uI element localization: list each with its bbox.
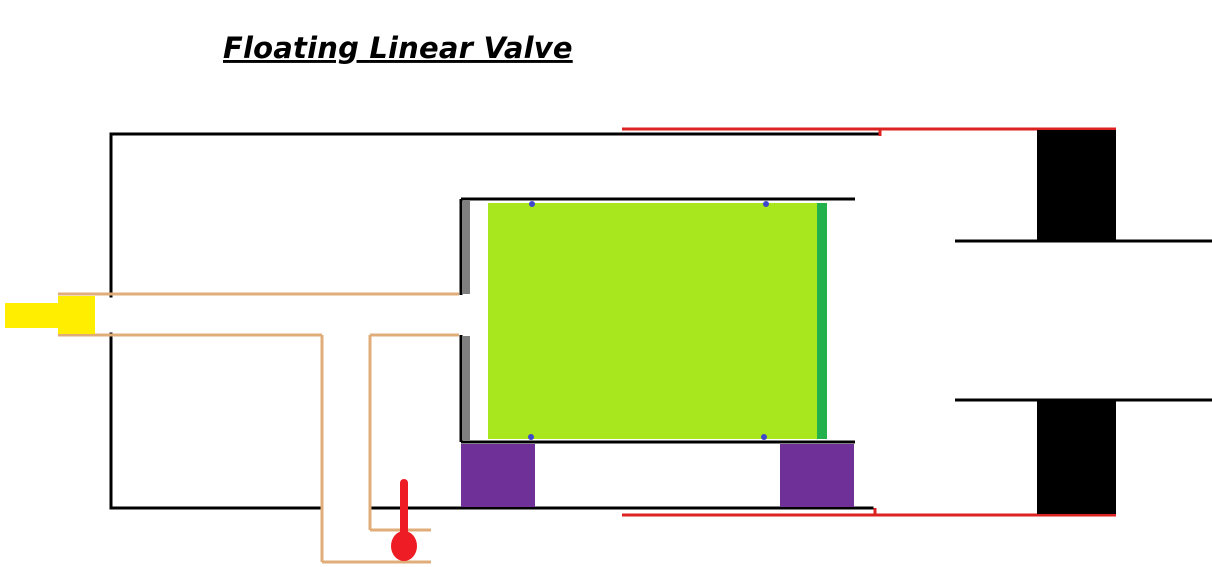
diagram-title: Floating Linear Valve (223, 31, 573, 65)
piston-bolts (528, 201, 769, 440)
outer-housing (109, 132, 880, 510)
bolt-dot (529, 201, 535, 207)
thermometer-icon (391, 479, 417, 561)
lower-seat-plate (463, 336, 470, 440)
floating-piston (488, 203, 819, 439)
upper-seat-plate (463, 201, 470, 294)
inner-cylinder (459, 197, 855, 444)
left-support-block (461, 444, 535, 507)
yellow-inlet-fitting-icon (5, 296, 95, 334)
sensor-tubing (58, 292, 459, 564)
piston-face (817, 203, 827, 439)
red-casing-outline (622, 127, 1116, 517)
right-support-block (780, 444, 854, 507)
bolt-dot (763, 201, 769, 207)
bolt-dot (528, 434, 534, 440)
lower-port-block (1037, 400, 1116, 514)
upper-port-block (1037, 130, 1116, 241)
bolt-dot (761, 434, 767, 440)
